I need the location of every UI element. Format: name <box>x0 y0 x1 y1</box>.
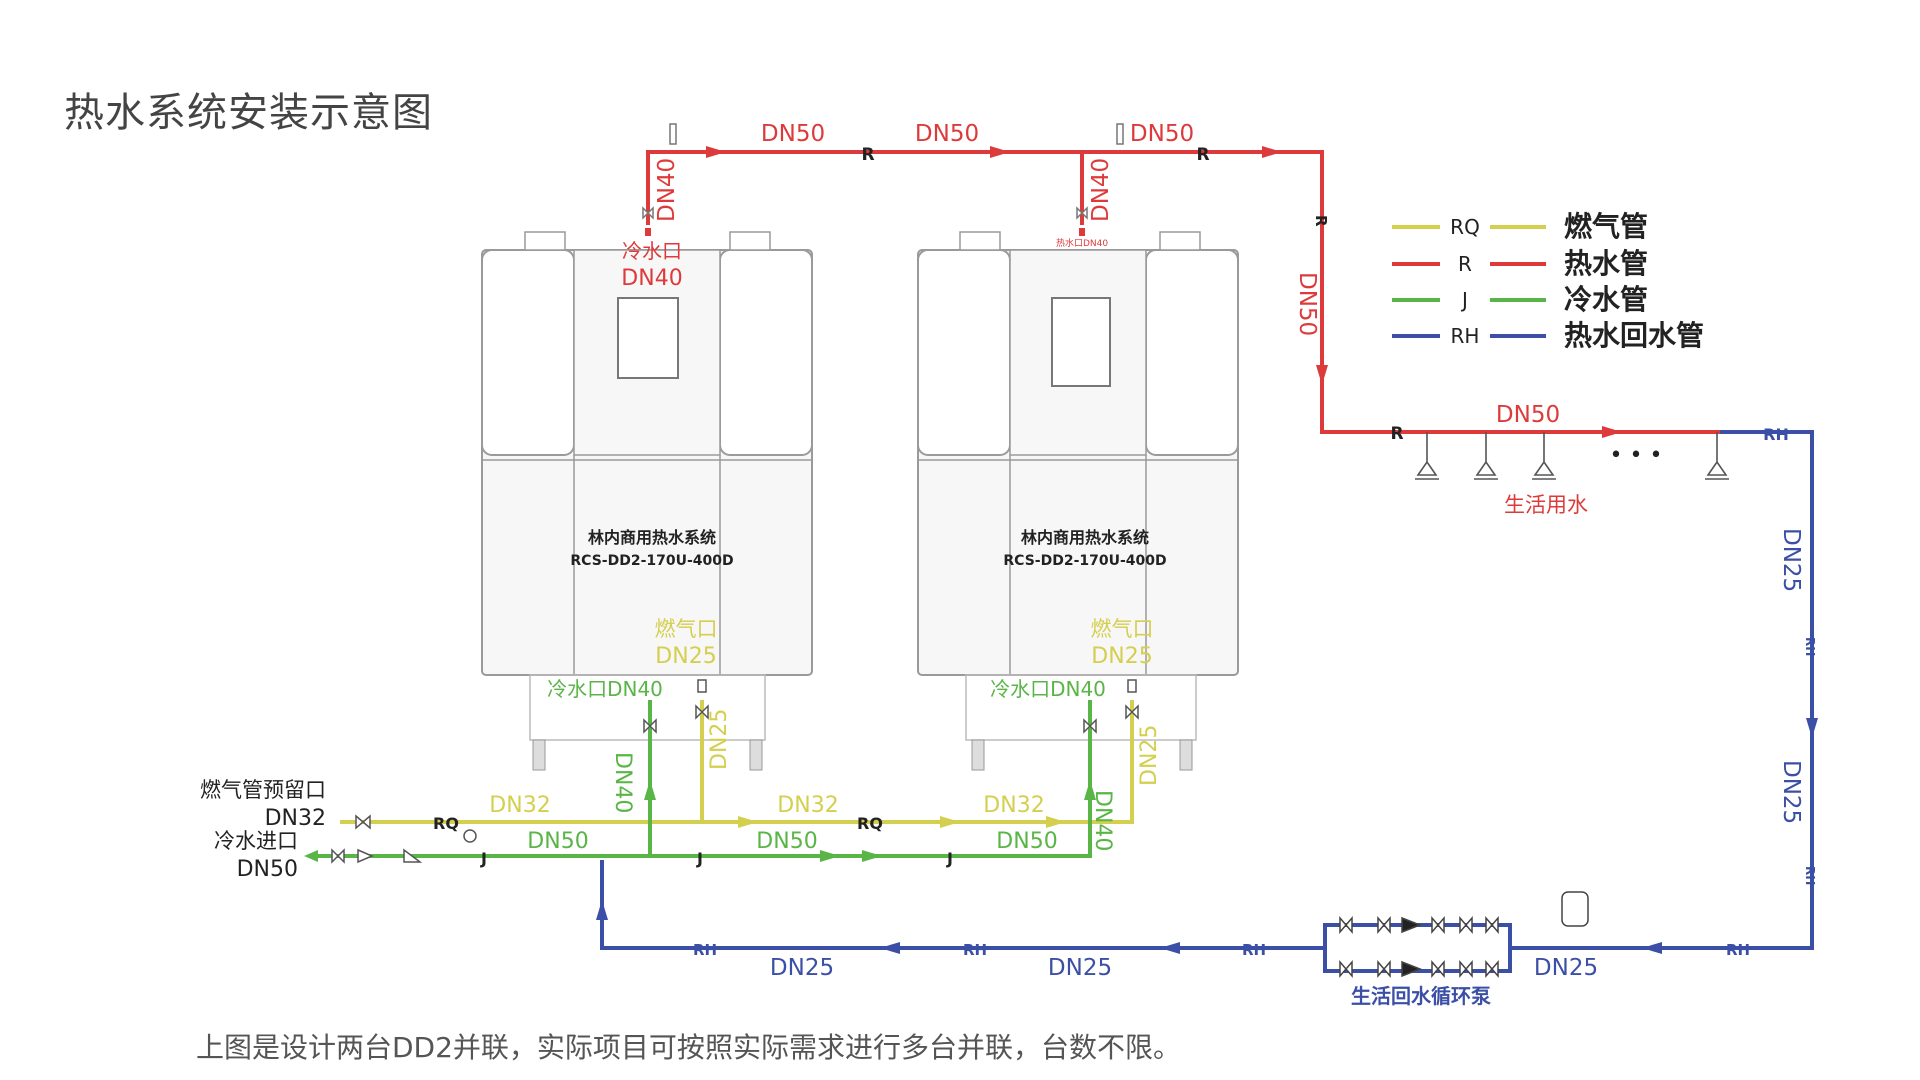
unit-1-gas-label: 燃气口 <box>655 617 718 641</box>
legend-label-gas: 燃气管 <box>1564 210 1648 243</box>
hot-dn50-1: DN50 <box>761 121 825 147</box>
hot-dn50-3: DN50 <box>1130 121 1194 147</box>
return-dn25-h1: DN25 <box>1534 955 1598 981</box>
rq-marker-1: RQ <box>433 814 459 833</box>
return-water-arrows <box>596 718 1818 954</box>
rh-marker-3: RH <box>1803 866 1817 885</box>
legend-code-gas: RQ <box>1450 215 1480 239</box>
gas-dn32-2: DN32 <box>777 793 838 818</box>
hot-r-marker-2: R <box>1196 145 1209 165</box>
rh-marker-5: RH <box>1242 941 1266 959</box>
unit-2-model: RCS-DD2-170U-400D <box>1003 553 1166 569</box>
hot-dn50-2: DN50 <box>915 121 979 147</box>
cold-water-valves <box>331 718 1097 864</box>
cold-dn50-1: DN50 <box>527 829 588 854</box>
j-marker-1: J <box>480 849 487 868</box>
gas-arrows <box>738 816 1066 828</box>
return-dn25-h3: DN25 <box>770 955 834 981</box>
legend-code-hot: R <box>1458 252 1472 276</box>
hot-r-marker-4: R <box>1390 424 1403 444</box>
unit-1-name: 林内商用热水系统 <box>588 528 716 547</box>
legend-label-cold: 冷水管 <box>1564 283 1648 316</box>
hot-dn40-2: DN40 <box>1088 158 1114 222</box>
gas-dn25-2: DN25 <box>1137 725 1162 786</box>
gas-dn32-3: DN32 <box>983 793 1044 818</box>
rh-marker-1: RH <box>1763 425 1789 444</box>
hot-dn50-vertical: DN50 <box>1294 272 1320 336</box>
legend: RQ 燃气管 R 热水管 J 冷水管 RH 热水回水管 <box>1392 210 1704 352</box>
hot-dn50-4: DN50 <box>1496 402 1560 428</box>
domestic-water-label: 生活用水 <box>1504 493 1588 517</box>
return-dn25-h2: DN25 <box>1048 955 1112 981</box>
unit-1-top-small: 热水口DN40 <box>1056 237 1108 249</box>
gas-dn25-1: DN25 <box>707 709 732 770</box>
rh-marker-7: RH <box>693 941 717 959</box>
hot-dn40-1: DN40 <box>654 158 680 222</box>
rh-marker-2: RH <box>1803 637 1817 656</box>
legend-code-cold: J <box>1460 288 1468 312</box>
page-title: 热水系统安装示意图 <box>64 90 433 136</box>
unit-1-model: RCS-DD2-170U-400D <box>570 553 733 569</box>
legend-label-hot: 热水管 <box>1564 247 1648 280</box>
heater-unit-2: 林内商用热水系统 RCS-DD2-170U-400D 热水口DN40 燃气口 D… <box>917 231 1239 771</box>
unit-1-gas-size: DN25 <box>655 644 716 669</box>
legend-label-return: 热水回水管 <box>1564 319 1704 352</box>
gas-dn32-1: DN32 <box>489 793 550 818</box>
hot-water-valves <box>642 123 1124 220</box>
gas-valves <box>355 679 1139 830</box>
rh-marker-6: RH <box>963 941 987 959</box>
cold-dn50-2: DN50 <box>756 829 817 854</box>
heater-unit-1: 林内商用热水系统 RCS-DD2-170U-400D 冷水口 DN40 燃气口 … <box>481 231 813 771</box>
cold-dn50-3: DN50 <box>996 829 1057 854</box>
gas-inlet-size: DN32 <box>265 806 326 831</box>
shower-head-icons <box>1415 432 1729 480</box>
cold-dn40-1: DN40 <box>610 752 635 813</box>
pump-valve-group <box>1339 891 1589 979</box>
unit-2-cold-label: 冷水口DN40 <box>990 677 1106 701</box>
unit-1-top-label: 冷水口 <box>622 239 682 263</box>
hot-water-arrows <box>706 146 1622 438</box>
unit-2-gas-size: DN25 <box>1091 644 1152 669</box>
cold-dn40-2: DN40 <box>1090 790 1115 851</box>
cold-water-arrows <box>304 780 1096 862</box>
cold-inlet-size: DN50 <box>237 857 298 882</box>
unit-1-top-size: DN40 <box>621 266 682 291</box>
return-dn25-v2: DN25 <box>1778 760 1804 824</box>
j-marker-2: J <box>696 849 703 868</box>
rq-marker-2: RQ <box>857 814 883 833</box>
j-marker-3: J <box>946 849 953 868</box>
legend-code-return: RH <box>1451 324 1480 348</box>
pump-label: 生活回水循环泵 <box>1351 984 1491 1008</box>
return-dn25-v1: DN25 <box>1778 528 1804 592</box>
hot-r-marker-1: R <box>861 145 874 165</box>
hot-r-marker-3: R <box>1312 215 1330 227</box>
unit-1-cold-label: 冷水口DN40 <box>547 677 663 701</box>
cold-inlet-label: 冷水进口 <box>214 829 298 853</box>
footnote: 上图是设计两台DD2并联，实际项目可按照实际需求进行多台并联，台数不限。 <box>196 1031 1181 1064</box>
unit-2-name: 林内商用热水系统 <box>1021 528 1149 547</box>
gas-inlet-label: 燃气管预留口 <box>200 778 326 802</box>
rh-marker-4: RH <box>1726 941 1750 959</box>
gas-pipe <box>340 700 1134 824</box>
more-dots: • • • <box>1610 443 1663 468</box>
unit-2-gas-label: 燃气口 <box>1091 617 1154 641</box>
